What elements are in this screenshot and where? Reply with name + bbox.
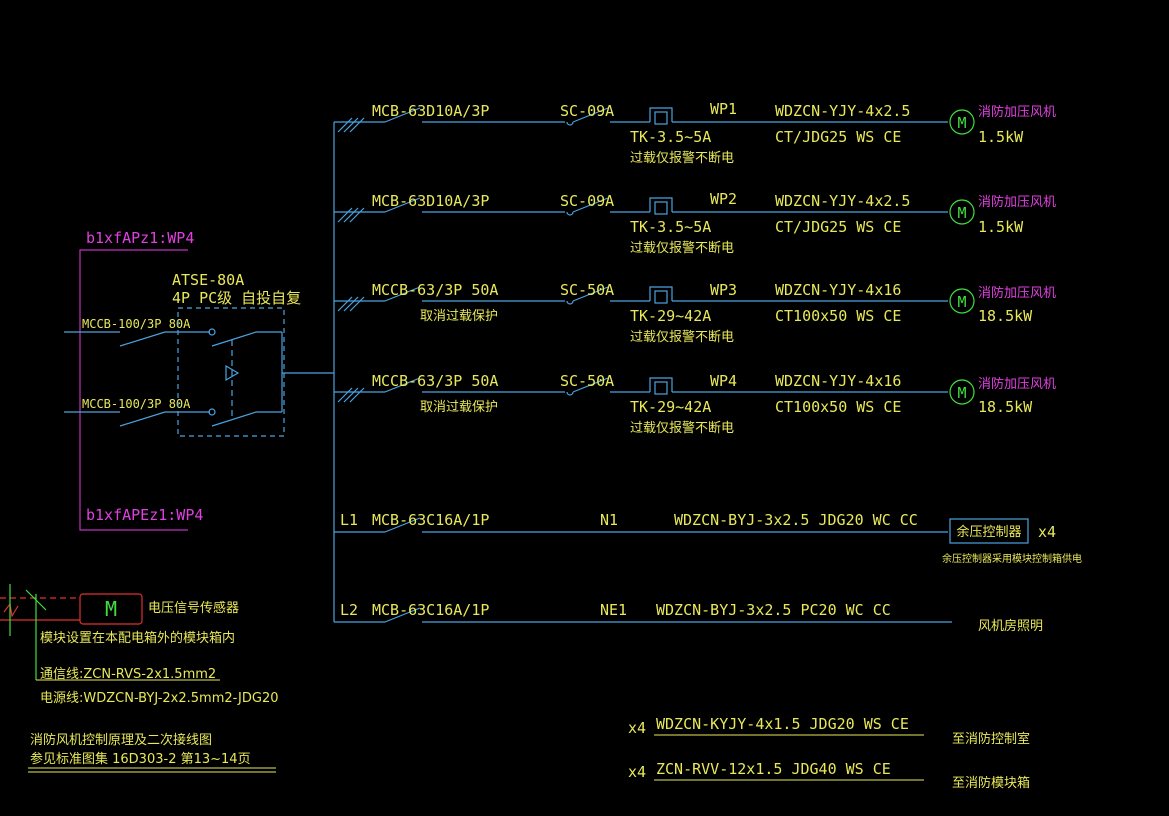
feeder-1-relay-note: 过载仅报警不断电: [630, 150, 734, 166]
source-2-label: b1xfAPEz1:WP4: [86, 506, 203, 524]
feeder-3-relay: TK-29~42A: [630, 307, 711, 325]
atse-box: [177, 307, 285, 437]
aux-l2-breaker: MCB-63C16A/1P: [372, 601, 489, 619]
atse-description: 4P PC级 自投自复: [172, 289, 301, 307]
feeder-2-motor-icon: [949, 199, 975, 225]
feeder-2-contactor: SC-09A: [560, 192, 614, 210]
aux-circuit-l2: L2 MCB-63C16A/1P NE1 WDZCN-BYJ-3x2.5 PC2…: [334, 601, 1043, 634]
feeder-1-cable: WDZCN-YJY-4x2.5: [775, 102, 910, 120]
incoming-breaker-1: MCCB-100/3P 80A: [82, 317, 191, 331]
feeder-2: MCB-63D10A/3P SC-09A TK-3.5~5A 过载仅报警不断电 …: [334, 190, 1056, 256]
feeder-4-conduit: CT100x50 WS CE: [775, 398, 901, 416]
feeder-2-conduit: CT/JDG25 WS CE: [775, 218, 901, 236]
feeder-1-conduit: CT/JDG25 WS CE: [775, 128, 901, 146]
aux-l1-cable: WDZCN-BYJ-3x2.5 JDG20 WC CC: [674, 511, 918, 529]
control-1-count: x4: [628, 719, 646, 737]
feeder-2-motor-symbol: M: [957, 204, 966, 222]
feeder-4-motor-symbol: M: [957, 384, 966, 402]
incoming-supply: b1xfAPz1:WP4 b1xfAPEz1:WP4 MCCB-100/3P 8…: [64, 229, 301, 531]
sensor-label: 电压信号传感器: [148, 600, 239, 616]
feeder-2-power: 1.5kW: [978, 218, 1024, 236]
feeder-4-relay: TK-29~42A: [630, 398, 711, 416]
feeder-4-motor-icon: [949, 379, 975, 405]
voltage-sensor: M 电压信号传感器 模块设置在本配电箱外的模块箱内 通信线:ZCN-RVS-2x…: [0, 584, 279, 706]
control-cables: x4 WDZCN-KYJY-4x1.5 JDG20 WS CE 至消防控制室 x…: [628, 715, 1030, 791]
control-1-cable: WDZCN-KYJY-4x1.5 JDG20 WS CE: [656, 715, 909, 733]
sensor-box: [79, 593, 143, 625]
feeder-2-cable: WDZCN-YJY-4x2.5: [775, 192, 910, 210]
sensor-comm-cable: 通信线:ZCN-RVS-2x1.5mm2: [40, 667, 216, 682]
feeder-3-load: 消防加压风机: [978, 285, 1056, 301]
atse-model: ATSE-80A: [172, 271, 244, 289]
aux-l2-cable: WDZCN-BYJ-3x2.5 PC20 WC CC: [656, 601, 891, 619]
feeder-1-power: 1.5kW: [978, 128, 1024, 146]
feeder-1: MCB-63D10A/3P SC-09A TK-3.5~5A 过载仅报警不断电 …: [334, 100, 1056, 166]
aux-l1-breaker: MCB-63C16A/1P: [372, 511, 489, 529]
feeder-1-relay: TK-3.5~5A: [630, 128, 711, 146]
feeder-4-contactor: SC-50A: [560, 372, 614, 390]
control-1-destination: 至消防控制室: [952, 731, 1030, 747]
aux-l2-neutral: NE1: [600, 601, 627, 619]
control-2-count: x4: [628, 763, 646, 781]
feeder-2-load: 消防加压风机: [978, 194, 1056, 210]
feeder-1-load: 消防加压风机: [978, 104, 1056, 120]
aux-l2-load: 风机房照明: [978, 618, 1043, 634]
feeder-4: MCCB-63/3P 50A 取消过载保护 SC-50A TK-29~42A 过…: [334, 372, 1056, 436]
feeder-4-circuit: WP4: [710, 372, 737, 390]
feeder-4-power: 18.5kW: [978, 398, 1033, 416]
aux-l1-note: 余压控制器采用模块控制箱供电: [942, 552, 1082, 565]
feeder-1-contactor: SC-09A: [560, 102, 614, 120]
sensor-power-cable: 电源线:WDZCN-BYJ-2x2.5mm2-JDG20: [40, 691, 279, 706]
aux-l1-load-box: [949, 518, 1029, 544]
feeder-3-cable: WDZCN-YJY-4x16: [775, 281, 901, 299]
feeder-1-motor-symbol: M: [957, 114, 966, 132]
feeder-1-motor-icon: [949, 109, 975, 135]
feeder-2-breaker: MCB-63D10A/3P: [372, 192, 489, 210]
feeder-3-relay-note: 过载仅报警不断电: [630, 329, 734, 345]
note-line-2: 参见标准图集 16D303-2 第13~14页: [30, 751, 251, 767]
control-2-destination: 至消防模块箱: [952, 775, 1030, 791]
feeder-3-motor-symbol: M: [957, 293, 966, 311]
feeder-3-motor-icon: [949, 288, 975, 314]
aux-circuit-l1: L1 MCB-63C16A/1P N1 WDZCN-BYJ-3x2.5 JDG2…: [334, 511, 1082, 565]
feeder-4-relay-note: 过载仅报警不断电: [630, 420, 734, 436]
feeder-2-circuit: WP2: [710, 190, 737, 208]
feeder-4-breaker: MCCB-63/3P 50A: [372, 372, 498, 390]
feeder-3-contactor: SC-50A: [560, 281, 614, 299]
feeder-3-power: 18.5kW: [978, 307, 1033, 325]
feeder-1-breaker: MCB-63D10A/3P: [372, 102, 489, 120]
feeder-2-relay: TK-3.5~5A: [630, 218, 711, 236]
aux-l1-phase: L1: [340, 511, 358, 529]
feeder-4-load: 消防加压风机: [978, 376, 1056, 392]
sensor-note: 模块设置在本配电箱外的模块箱内: [40, 630, 235, 646]
aux-l1-load: 余压控制器: [956, 524, 1021, 540]
feeder-1-circuit: WP1: [710, 100, 737, 118]
aux-l1-neutral: N1: [600, 511, 618, 529]
incoming-breaker-2: MCCB-100/3P 80A: [82, 397, 191, 411]
feeder-3-circuit: WP3: [710, 281, 737, 299]
note-line-1: 消防风机控制原理及二次接线图: [30, 732, 212, 748]
feeder-2-relay-note: 过载仅报警不断电: [630, 240, 734, 256]
aux-l1-count: x4: [1038, 523, 1056, 541]
feeder-3-breaker-note: 取消过载保护: [420, 309, 498, 324]
feeder-3-breaker: MCCB-63/3P 50A: [372, 281, 498, 299]
reference-notes: 消防风机控制原理及二次接线图 参见标准图集 16D303-2 第13~14页: [28, 732, 276, 773]
feeder-3: MCCB-63/3P 50A 取消过载保护 SC-50A TK-29~42A 过…: [334, 281, 1056, 345]
aux-l2-phase: L2: [340, 601, 358, 619]
feeder-3-conduit: CT100x50 WS CE: [775, 307, 901, 325]
feeder-4-cable: WDZCN-YJY-4x16: [775, 372, 901, 390]
source-1-label: b1xfAPz1:WP4: [86, 229, 194, 247]
control-2-cable: ZCN-RVV-12x1.5 JDG40 WS CE: [656, 760, 891, 778]
sensor-symbol: M: [105, 597, 117, 621]
feeder-4-breaker-note: 取消过载保护: [420, 400, 498, 415]
